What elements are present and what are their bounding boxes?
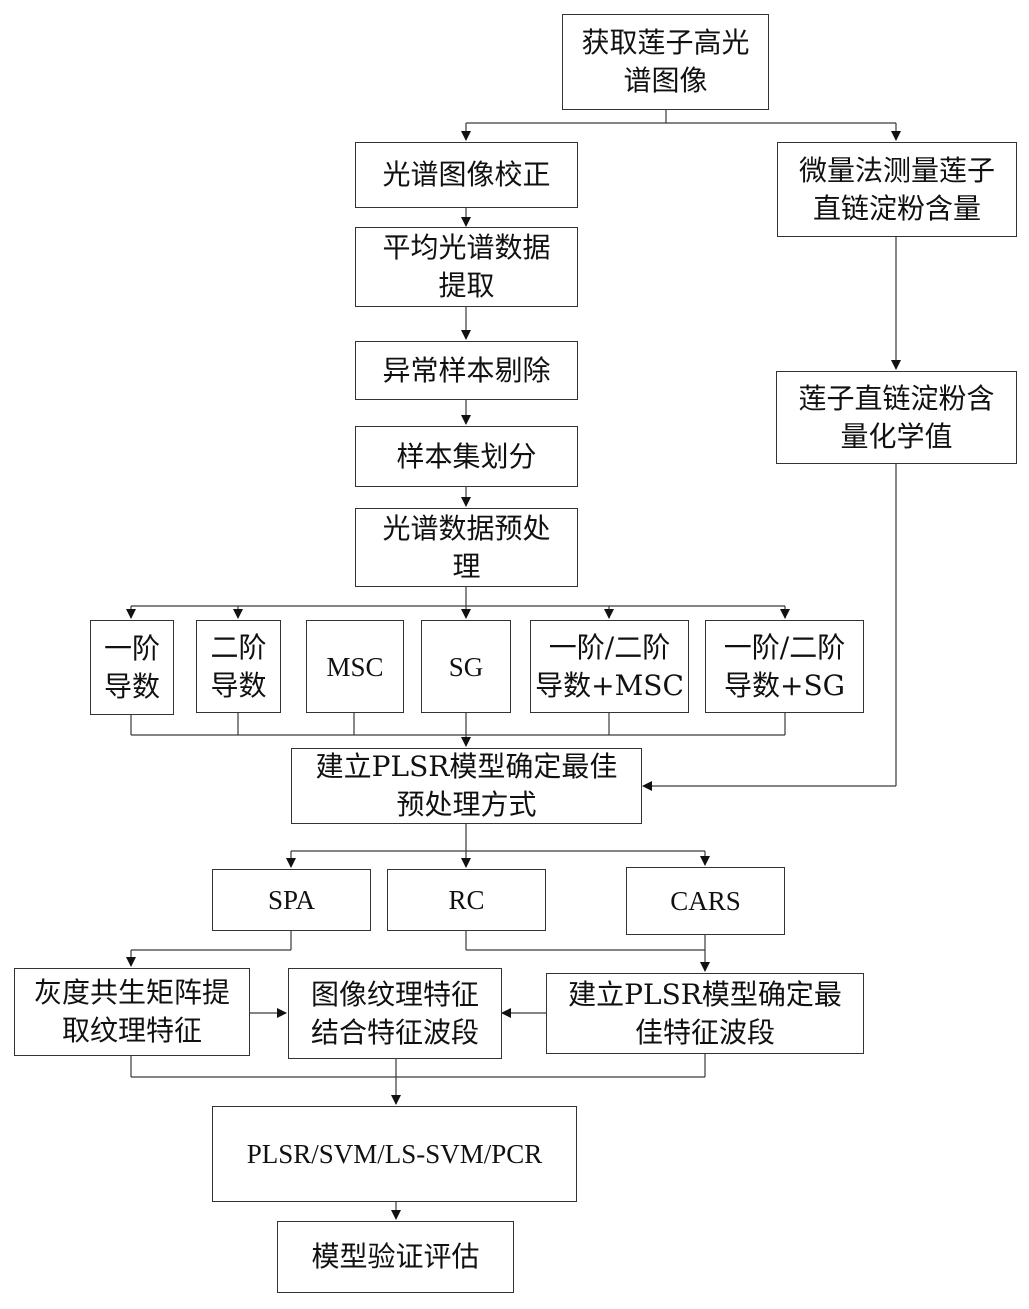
node-label: RC	[448, 885, 485, 915]
node-label: 微量法测量莲子直链淀粉含量	[798, 153, 995, 225]
node-label: 异常样本剔除	[382, 353, 551, 387]
node-label: 一阶/二阶导数+SG	[723, 630, 846, 702]
cars-node: CARS	[626, 867, 785, 935]
node-label: 模型验证评估	[311, 1240, 480, 1273]
acquire-image-node: 获取莲子高光谱图像	[562, 14, 769, 110]
node-label: 一阶/二阶导数+MSC	[535, 630, 684, 702]
texture-feature-fusion-node: 图像纹理特征结合特征波段	[288, 968, 502, 1059]
node-label: 图像纹理特征结合特征波段	[310, 977, 479, 1049]
node-label: 平均光谱数据提取	[382, 231, 551, 302]
node-label: 样本集划分	[396, 439, 537, 473]
node-label: CARS	[670, 886, 741, 916]
node-label: 二阶导数	[210, 630, 267, 702]
node-label: SG	[448, 651, 484, 682]
node-label: 莲子直链淀粉含量化学值	[798, 381, 995, 453]
node-label: MSC	[326, 651, 384, 682]
deriv-sg-node: 一阶/二阶导数+SG	[705, 620, 864, 713]
plsr-best-preprocess-node: 建立PLSR模型确定最佳预处理方式	[291, 748, 642, 824]
rc-node: RC	[387, 869, 546, 931]
second-derivative-node: 二阶导数	[196, 620, 281, 713]
first-derivative-node: 一阶导数	[90, 620, 174, 715]
node-label: 光谱图像校正	[382, 158, 551, 191]
msc-node: MSC	[306, 620, 404, 713]
sample-split-node: 样本集划分	[355, 426, 578, 487]
node-label: SPA	[267, 885, 316, 915]
glcm-texture-node: 灰度共生矩阵提取纹理特征	[14, 968, 250, 1056]
amylose-value-node: 莲子直链淀粉含量化学值	[776, 371, 1017, 464]
sg-node: SG	[421, 620, 511, 713]
node-label: PLSR/SVM/LS-SVM/PCR	[246, 1139, 543, 1169]
spa-node: SPA	[212, 869, 371, 931]
node-label: 建立PLSR模型确定最佳特征波段	[568, 977, 842, 1049]
deriv-msc-node: 一阶/二阶导数+MSC	[530, 620, 689, 713]
node-label: 建立PLSR模型确定最佳预处理方式	[315, 750, 618, 821]
node-label: 获取莲子高光谱图像	[581, 26, 750, 97]
node-label: 一阶导数	[103, 631, 160, 703]
node-label: 光谱数据预处理	[382, 511, 551, 583]
plsr-best-band-node: 建立PLSR模型确定最佳特征波段	[546, 973, 864, 1054]
node-label: 灰度共生矩阵提取纹理特征	[33, 976, 230, 1047]
image-correction-node: 光谱图像校正	[355, 142, 578, 208]
model-validation-node: 模型验证评估	[277, 1221, 514, 1293]
spectral-preprocess-node: 光谱数据预处理	[355, 508, 578, 587]
micro-method-node: 微量法测量莲子直链淀粉含量	[777, 142, 1017, 237]
avg-spectrum-node: 平均光谱数据提取	[355, 227, 578, 307]
outlier-removal-node: 异常样本剔除	[355, 341, 578, 400]
models-node: PLSR/SVM/LS-SVM/PCR	[212, 1106, 577, 1202]
